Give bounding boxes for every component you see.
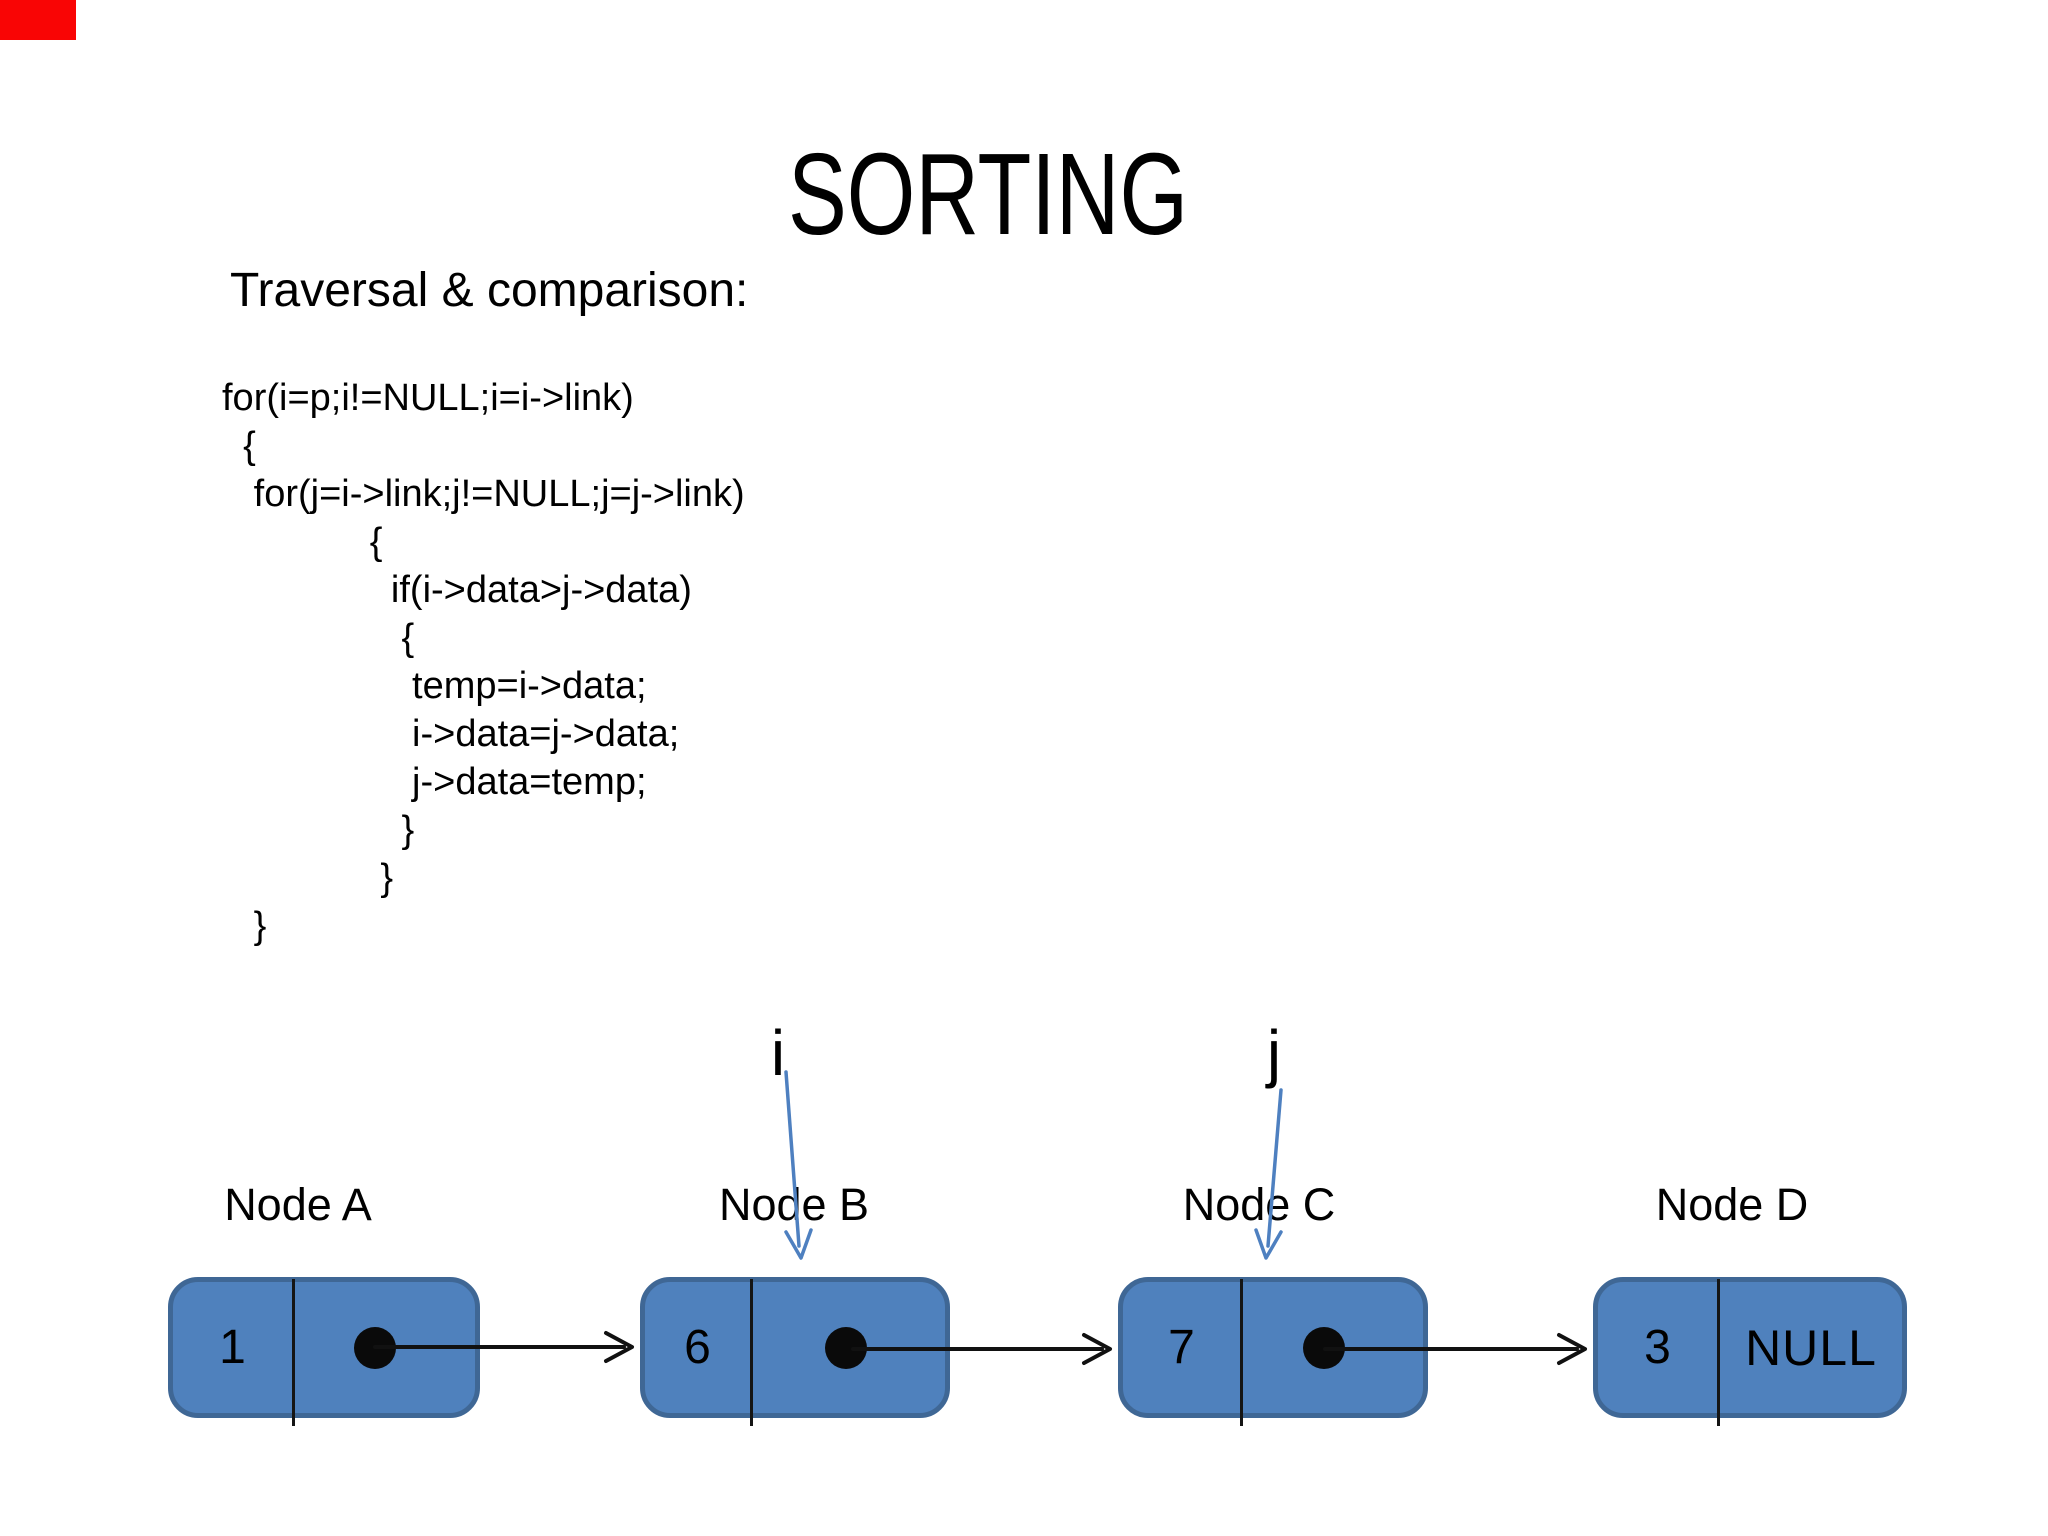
node-a-divider bbox=[292, 1279, 295, 1426]
iterator-i-arrow bbox=[784, 1070, 813, 1260]
iterator-j-arrow bbox=[1254, 1088, 1283, 1260]
node-b-value: 6 bbox=[684, 1321, 711, 1374]
node-b-label: Node B bbox=[718, 1179, 870, 1230]
node-d-divider bbox=[1717, 1279, 1720, 1426]
red-corner-marker bbox=[0, 0, 76, 40]
code-line-7: temp=i->data; bbox=[222, 665, 647, 707]
iterator-j-label: j bbox=[1266, 1017, 1282, 1089]
node-c-label: Node C bbox=[1182, 1179, 1336, 1230]
code-line-6: { bbox=[222, 617, 415, 659]
slide-title: SORTING bbox=[788, 129, 1189, 259]
code-line-12: } bbox=[222, 905, 267, 947]
node-b-pointer-dot bbox=[825, 1326, 867, 1369]
node-c-pointer-dot bbox=[1303, 1326, 1345, 1369]
code-line-1: for(i=p;i!=NULL;i=i->link) bbox=[222, 377, 634, 419]
node-c-value: 7 bbox=[1168, 1321, 1195, 1374]
code-line-9: j->data=temp; bbox=[222, 761, 647, 803]
node-a-label: Node A bbox=[224, 1179, 372, 1230]
node-d-value: 3 bbox=[1644, 1321, 1671, 1374]
code-line-2: { bbox=[222, 425, 256, 467]
node-c-divider bbox=[1240, 1279, 1243, 1426]
code-line-8: i->data=j->data; bbox=[222, 713, 680, 755]
node-d-label: Node D bbox=[1655, 1179, 1809, 1230]
code-line-11: } bbox=[222, 857, 394, 899]
node-a-value: 1 bbox=[219, 1321, 246, 1374]
code-line-10: } bbox=[222, 809, 415, 851]
code-line-5: if(i->data>j->data) bbox=[222, 569, 692, 611]
node-d-null-text: NULL bbox=[1745, 1319, 1877, 1376]
code-line-3: for(j=i->link;j!=NULL;j=j->link) bbox=[222, 473, 745, 515]
node-b-divider bbox=[750, 1279, 753, 1426]
node-a-pointer-dot bbox=[354, 1326, 397, 1369]
node-a-box: 1 bbox=[168, 1277, 480, 1426]
code-line-4: { bbox=[222, 521, 383, 563]
code-block: for(i=p;i!=NULL;i=i->link) { for(j=i->li… bbox=[222, 374, 745, 950]
iterator-i-label: i bbox=[770, 1017, 786, 1089]
node-b-box: 6 bbox=[640, 1277, 950, 1426]
node-c-box: 7 bbox=[1118, 1277, 1428, 1426]
slide-subtitle: Traversal & comparison: bbox=[230, 264, 749, 317]
node-d-box: 3 NULL bbox=[1593, 1277, 1907, 1426]
